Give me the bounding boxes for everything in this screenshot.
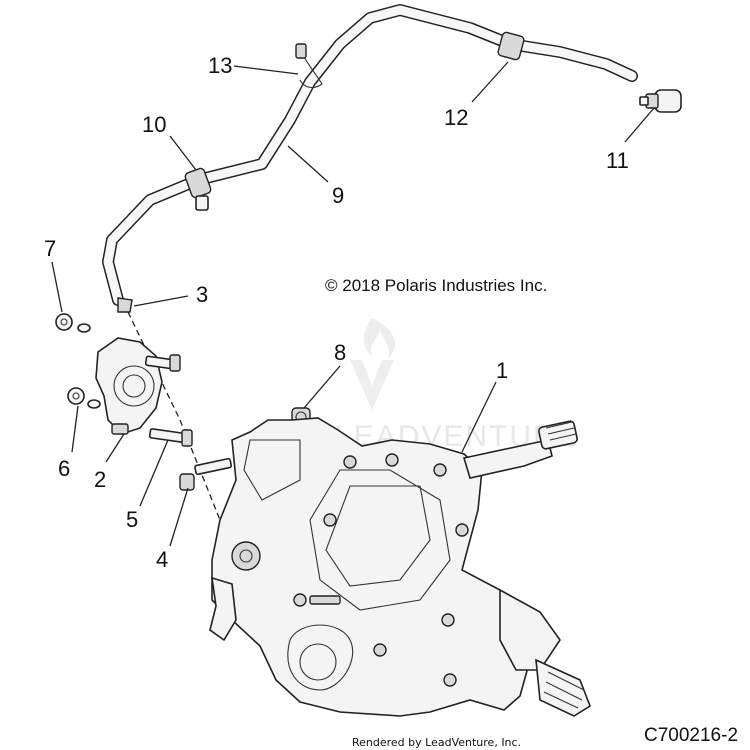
transmission-assembly [209,417,591,717]
callout-5: 5 [126,507,138,532]
rendered-by-text: Rendered by LeadVenture, Inc. [352,736,521,749]
nut-7 [55,313,91,333]
bolt-upper [144,354,181,372]
callout-11: 11 [606,148,629,173]
bolt-4 [179,457,233,491]
callout-1: 1 [496,358,508,383]
assembly-line [127,311,221,521]
tube-clip-12 [497,31,525,61]
nut-6 [67,387,101,409]
callout-12: 12 [444,105,468,130]
watermark-logo [350,318,396,410]
callout-2: 2 [94,467,106,492]
tube-clip-3 [117,297,133,313]
bolt-5 [148,428,193,447]
tube-clip-13 [295,43,323,89]
callout-7: 7 [44,236,56,261]
callout-3: 3 [196,282,208,307]
leader-lines [51,61,655,547]
callout-13: 13 [208,53,232,78]
callout-6: 6 [58,456,70,481]
copyright-text: © 2018 Polaris Industries Inc. [325,276,547,295]
document-id: C700216-2 [644,725,738,746]
banjo-fitting-11 [639,89,682,113]
callout-8: 8 [334,340,346,365]
brake-caliper [95,337,163,435]
callout-4: 4 [156,547,168,572]
callout-10: 10 [142,112,166,137]
callout-9: 9 [332,183,344,208]
tube-clip-10 [184,167,212,211]
brake-line-tube [102,4,638,306]
